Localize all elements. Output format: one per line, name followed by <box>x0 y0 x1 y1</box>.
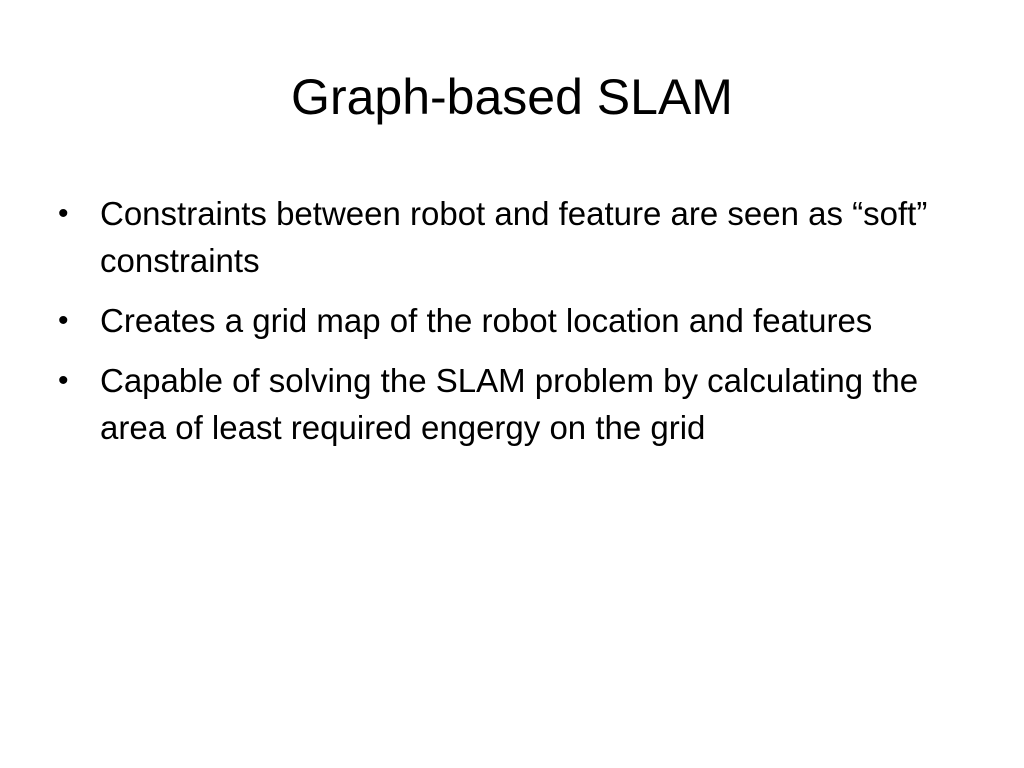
bullet-dot-icon: • <box>58 304 69 337</box>
bullet-text: Creates a grid map of the robot location… <box>100 302 873 339</box>
bullet-list: • Constraints between robot and feature … <box>54 190 954 464</box>
bullet-text: Capable of solving the SLAM problem by c… <box>100 362 919 446</box>
bullet-text: Constraints between robot and feature ar… <box>100 195 928 279</box>
bullet-dot-icon: • <box>58 197 69 230</box>
bullet-item: • Creates a grid map of the robot locati… <box>54 297 954 344</box>
slide-title: Graph-based SLAM <box>291 69 733 125</box>
bullet-item: • Capable of solving the SLAM problem by… <box>54 357 954 451</box>
bullet-dot-icon: • <box>58 364 69 397</box>
bullet-item: • Constraints between robot and feature … <box>54 190 954 284</box>
